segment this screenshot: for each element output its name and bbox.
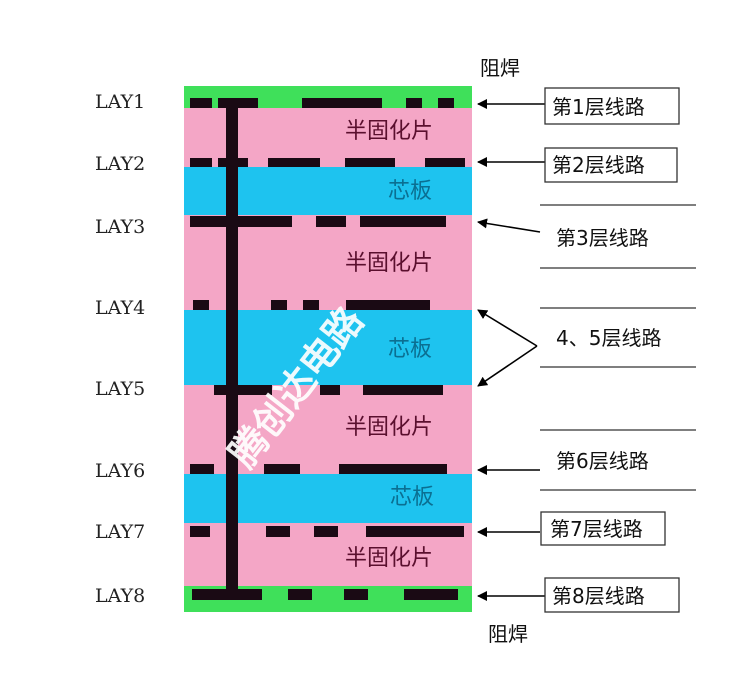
trace-l5 (363, 385, 443, 395)
trace-l4 (303, 300, 319, 310)
arrow-l3 (477, 218, 541, 233)
core-label: 芯板 (388, 179, 432, 204)
callout-l7: 第7层线路 (550, 517, 643, 541)
layer-label: LAY2 (95, 153, 145, 175)
callout-l8: 第8层线路 (552, 584, 645, 608)
trace-l2 (425, 158, 465, 167)
trace-l5 (214, 385, 272, 395)
trace-l2 (190, 158, 212, 167)
trace-l8 (404, 589, 458, 600)
layer-label: LAY3 (95, 216, 145, 238)
trace-l7 (366, 526, 464, 537)
callout-l45: 4、5层线路 (556, 326, 661, 350)
trace-l4 (193, 300, 209, 310)
layer-label: LAY7 (95, 521, 145, 543)
trace-l8 (192, 589, 262, 600)
trace-l8 (344, 589, 368, 600)
callout-l6: 第6层线路 (556, 449, 649, 473)
prepreg-strip-2 (184, 163, 472, 167)
callout-box-l7 (540, 511, 666, 546)
trace-l3 (316, 216, 346, 227)
callout-l2: 第2层线路 (552, 153, 645, 177)
layer-label: LAY8 (95, 585, 145, 607)
trace-l8 (288, 589, 312, 600)
trace-l4 (271, 300, 287, 310)
trace-l4 (346, 300, 430, 310)
trace-l6 (264, 464, 300, 474)
trace-l6 (339, 464, 447, 474)
prepreg-label: 半固化片 (345, 546, 433, 571)
arrow-l4 (477, 309, 538, 347)
trace-l1 (406, 98, 422, 108)
layer-label: LAY1 (95, 91, 145, 113)
trace-l6 (190, 464, 214, 474)
callout-l1: 第1层线路 (552, 95, 645, 119)
trace-l5 (320, 385, 340, 395)
core-label: 芯板 (388, 337, 432, 362)
trace-l1 (438, 98, 454, 108)
trace-l2 (268, 158, 320, 167)
trace-l7 (266, 526, 290, 537)
prepreg-label: 半固化片 (345, 119, 433, 144)
core-label: 芯板 (390, 485, 434, 510)
trace-l1 (190, 98, 212, 108)
solder-mask-top-label: 阻焊 (480, 56, 520, 80)
trace-l3 (190, 216, 292, 227)
layer-label: LAY4 (95, 297, 145, 319)
callout-box-l2 (544, 147, 678, 183)
callout-arrows (477, 99, 545, 601)
layer-label: LAY6 (95, 460, 145, 482)
solder-mask-bottom-label: 阻焊 (488, 622, 528, 646)
copper-traces (190, 98, 465, 600)
trace-l1 (302, 98, 382, 108)
arrow-l5 (477, 345, 538, 387)
callout-l3: 第3层线路 (556, 226, 649, 250)
trace-l3 (360, 216, 446, 227)
trace-l7 (314, 526, 338, 537)
callout-box-l1 (544, 87, 680, 125)
prepreg-label: 半固化片 (345, 415, 433, 440)
trace-l7 (190, 526, 210, 537)
callout-box-l8 (544, 577, 680, 613)
prepreg-label: 半固化片 (345, 251, 433, 276)
trace-l2 (345, 158, 395, 167)
through-via (226, 98, 238, 594)
layer-label: LAY5 (95, 378, 145, 400)
